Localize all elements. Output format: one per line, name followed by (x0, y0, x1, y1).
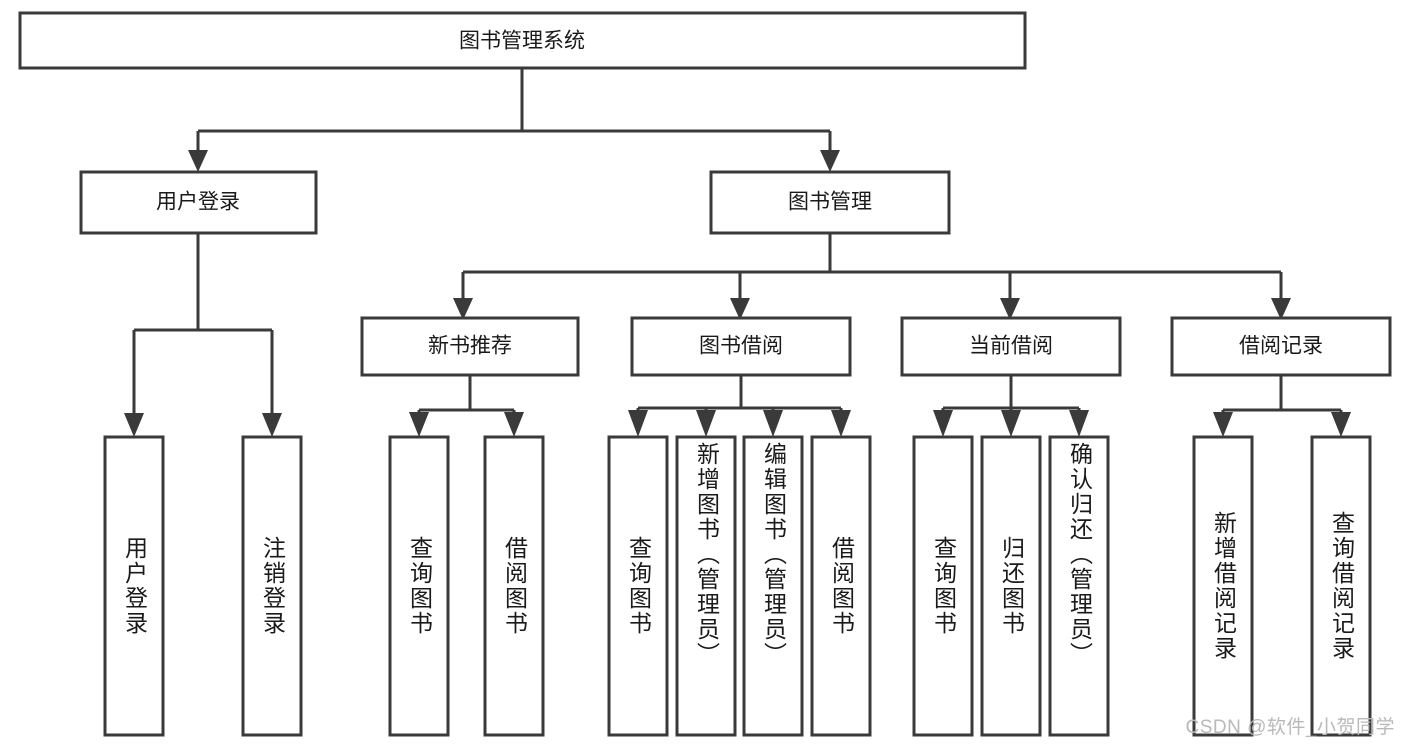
arrowhead-leaf-borrow-record-1 (1213, 412, 1233, 437)
node-layer: 图书管理系统 用户登录 图书管理 新书推荐 图书借阅 当前 (18, 11, 1392, 737)
arrowhead-book-mgmt (820, 150, 840, 172)
arrowhead-leaf-current-borrow-2 (1001, 410, 1021, 437)
node-book-management-label: 图书管理 (788, 191, 872, 214)
node-borrow-record-box[interactable] (1170, 316, 1392, 377)
arrowhead-leaf-new-book-2 (504, 412, 524, 437)
node-leaf-user-login-1-box[interactable] (103, 435, 165, 737)
arrowhead-borrow-record (1271, 298, 1291, 320)
node-current-borrow[interactable]: 当前借阅 (900, 316, 1122, 377)
arrowhead-leaf-book-borrow-4 (831, 410, 851, 437)
arrowhead-leaf-book-borrow-2 (696, 410, 716, 437)
node-book-borrow[interactable]: 图书借阅 (630, 316, 852, 377)
node-leaf-book-borrow-1-box[interactable] (607, 435, 669, 737)
node-leaf-user-login-2-box[interactable] (241, 435, 303, 737)
node-new-book-recommend[interactable]: 新书推荐 (360, 316, 580, 377)
arrowhead-user-login (188, 150, 208, 172)
node-user-login-label: 用户登录 (156, 191, 240, 214)
node-leaf-book-borrow-4-box[interactable] (810, 435, 872, 737)
node-leaf-new-book-1-box[interactable] (388, 435, 450, 737)
arrowhead-current-borrow (1000, 298, 1020, 320)
arrowhead-leaf-user-login-2 (262, 413, 282, 437)
node-user-login-box[interactable] (79, 170, 318, 235)
node-current-borrow-label: 当前借阅 (969, 335, 1053, 358)
node-borrow-record-label: 借阅记录 (1239, 335, 1323, 358)
node-root[interactable]: 图书管理系统 (18, 11, 1027, 70)
connector-layer (124, 68, 1351, 437)
arrowhead-leaf-current-borrow-1 (933, 410, 953, 437)
node-leaf-borrow-record-1-box[interactable] (1192, 435, 1254, 737)
arrowhead-leaf-new-book-1 (409, 412, 429, 437)
node-leaf-current-borrow-3-box[interactable] (1048, 435, 1110, 737)
node-book-borrow-box[interactable] (630, 316, 852, 377)
node-user-login[interactable]: 用户登录 (79, 170, 318, 235)
arrowhead-leaf-user-login-1 (124, 413, 144, 437)
arrowhead-leaf-borrow-record-2 (1331, 412, 1351, 437)
node-leaf-book-borrow-3-box[interactable] (742, 435, 804, 737)
node-root-label: 图书管理系统 (459, 30, 585, 53)
node-book-borrow-label: 图书借阅 (699, 335, 783, 358)
arrowhead-leaf-current-borrow-3 (1069, 410, 1089, 437)
arrowhead-leaf-book-borrow-1 (628, 410, 648, 437)
node-borrow-record[interactable]: 借阅记录 (1170, 316, 1392, 377)
node-leaf-book-borrow-2-box[interactable] (675, 435, 737, 737)
node-leaf-new-book-2-box[interactable] (483, 435, 545, 737)
node-book-management-box[interactable] (709, 170, 951, 235)
node-leaf-current-borrow-1-box[interactable] (912, 435, 974, 737)
node-leaf-current-borrow-2-box[interactable] (980, 435, 1042, 737)
arrowhead-new-book (453, 298, 473, 320)
node-current-borrow-box[interactable] (900, 316, 1122, 377)
arrowhead-book-borrow (730, 298, 750, 320)
node-new-book-recommend-box[interactable] (360, 316, 580, 377)
arrowhead-leaf-book-borrow-3 (763, 410, 783, 437)
node-book-management[interactable]: 图书管理 (709, 170, 951, 235)
node-leaf-borrow-record-2-box[interactable] (1310, 435, 1372, 737)
node-new-book-recommend-label: 新书推荐 (428, 335, 512, 358)
node-root-box[interactable] (18, 11, 1027, 70)
